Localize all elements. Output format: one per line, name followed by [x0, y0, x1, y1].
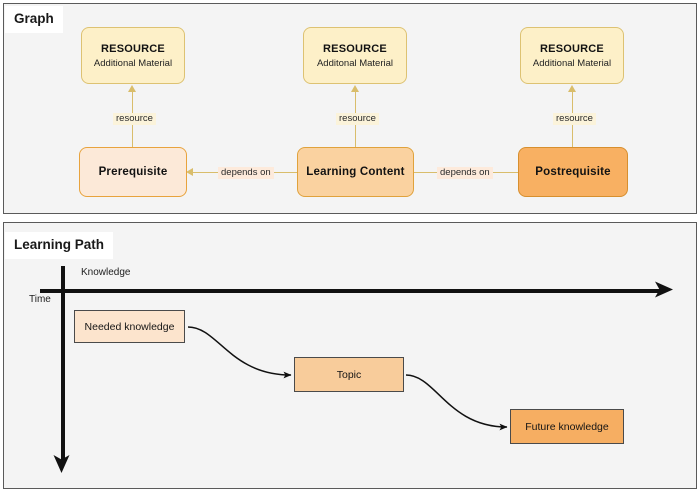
resource-node-3[interactable]: RESOURCE Additional Material [520, 27, 624, 84]
panel-learning-path [3, 222, 697, 489]
axis-knowledge-line [40, 289, 662, 293]
resource-node-2-title: RESOURCE [323, 42, 387, 55]
graph-node-postrequisite[interactable]: Postrequisite [518, 147, 628, 197]
resource-node-2-subtitle: Additonal Material [316, 57, 394, 69]
graph-node-learning-content-label: Learning Content [306, 166, 405, 178]
connector-topic-to-future [405, 374, 508, 431]
graph-node-prerequisite-label: Prerequisite [98, 166, 168, 178]
path-node-topic[interactable]: Topic [294, 357, 404, 392]
panel-tab-graph: Graph [5, 6, 63, 33]
edge-label-depends-on-1: depends on [218, 167, 274, 180]
learning-path-connectors [187, 326, 508, 431]
resource-node-1-title: RESOURCE [101, 42, 165, 55]
axis-time-arrowhead [53, 455, 70, 473]
edge-depends-on-1-arrowhead [186, 168, 193, 176]
graph-node-learning-content[interactable]: Learning Content [297, 147, 414, 197]
path-node-needed-knowledge-label: Needed knowledge [84, 320, 175, 333]
path-node-future-knowledge-label: Future knowledge [525, 420, 609, 433]
panel-tab-learning-path: Learning Path [5, 232, 114, 259]
graph-node-postrequisite-label: Postrequisite [535, 166, 611, 178]
resource-node-3-subtitle: Additional Material [532, 57, 612, 69]
resource-node-2[interactable]: RESOURCE Additonal Material [303, 27, 407, 84]
edge-label-resource-1: resource [113, 113, 156, 126]
path-node-future-knowledge[interactable]: Future knowledge [510, 409, 624, 444]
path-node-needed-knowledge[interactable]: Needed knowledge [74, 310, 185, 343]
resource-node-3-title: RESOURCE [540, 42, 604, 55]
edge-resource-2-arrowhead [351, 85, 359, 92]
edge-label-resource-2: resource [336, 113, 379, 126]
resource-node-1-subtitle: Additional Material [93, 57, 173, 69]
axis-label-time: Time [27, 294, 53, 305]
axis-knowledge-arrowhead [655, 281, 673, 298]
axis-time-line [61, 266, 65, 461]
edge-resource-1-arrowhead [128, 85, 136, 92]
edge-label-depends-on-2: depends on [437, 167, 493, 180]
connector-needed-to-topic [187, 326, 292, 379]
path-node-topic-label: Topic [336, 368, 362, 381]
edge-label-resource-3: resource [553, 113, 596, 126]
graph-node-prerequisite[interactable]: Prerequisite [79, 147, 187, 197]
axis-label-knowledge: Knowledge [79, 267, 133, 278]
edge-resource-3-arrowhead [568, 85, 576, 92]
resource-node-1[interactable]: RESOURCE Additional Material [81, 27, 185, 84]
